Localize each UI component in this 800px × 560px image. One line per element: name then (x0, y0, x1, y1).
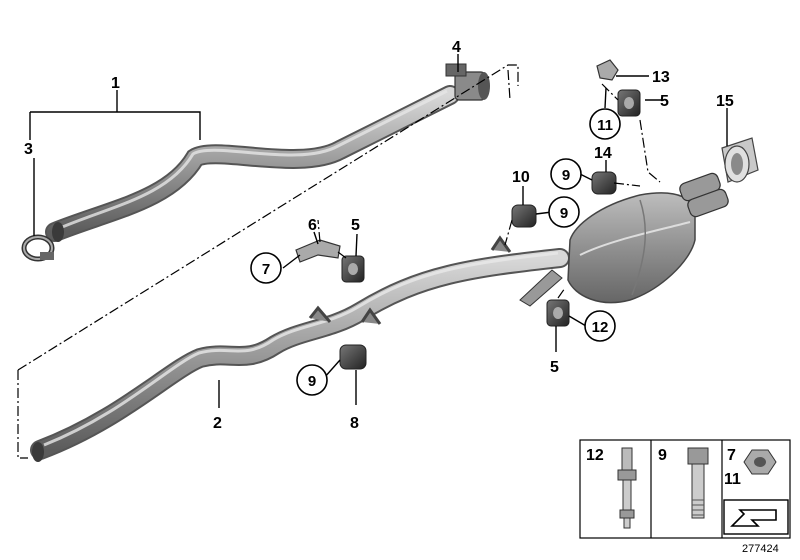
rubber-mount-5-center (341, 255, 365, 283)
rubber-mount-5-bottom (546, 299, 570, 327)
callout-4: 4 (452, 39, 461, 56)
svg-text:9: 9 (562, 167, 570, 184)
callout-7-circled: 7 (250, 252, 282, 284)
callout-13: 13 (652, 69, 670, 86)
hex-nut-icon (743, 449, 777, 475)
callout-11-circled: 11 (589, 108, 621, 140)
rubber-bushing-10 (511, 204, 537, 228)
svg-text:9: 9 (560, 205, 568, 222)
document-number: 277424 (742, 543, 779, 555)
leader-lines (29, 54, 728, 408)
tailpipe-tip-15 (721, 137, 759, 183)
callout-9-circled-middle: 9 (548, 196, 580, 228)
arrow-symbol-icon (723, 499, 789, 535)
legend-label-9: 9 (658, 447, 667, 464)
callout-14: 14 (594, 145, 612, 162)
connection-lines (17, 64, 661, 459)
legend-label-11: 11 (724, 471, 741, 488)
callout-12-circled: 12 (584, 310, 616, 342)
callout-5-center: 5 (351, 217, 360, 234)
callout-9-circled-upper: 9 (550, 158, 582, 190)
callout-5-bottom: 5 (550, 359, 559, 376)
callout-6: 6 (308, 217, 317, 234)
callout-3: 3 (24, 141, 33, 158)
front-pipe-lower (30, 235, 570, 462)
callout-8: 8 (350, 415, 359, 432)
fastener-legend: 12 9 7 11 (579, 439, 791, 539)
rear-muffler (519, 172, 729, 307)
callout-10: 10 (512, 169, 530, 186)
callout-5-top: 5 (660, 93, 669, 110)
legend-label-12: 12 (586, 447, 604, 464)
svg-text:7: 7 (262, 261, 270, 278)
bracket-13 (596, 59, 619, 81)
legend-label-7: 7 (727, 447, 736, 464)
rubber-mount-5-top (617, 89, 641, 117)
callout-1: 1 (111, 75, 120, 92)
front-pipe-upper (45, 85, 460, 242)
stud-bolt-12-icon (617, 447, 637, 529)
rubber-bushing-14 (591, 171, 617, 195)
svg-text:11: 11 (597, 117, 613, 134)
svg-text:12: 12 (592, 319, 609, 336)
hex-bolt-9-icon (687, 447, 709, 519)
svg-text:9: 9 (308, 373, 316, 390)
rubber-bushing-8 (339, 344, 367, 370)
pipe-clamp-3 (21, 234, 55, 262)
callout-2: 2 (213, 415, 222, 432)
callout-9-circled-lower: 9 (296, 364, 328, 396)
callout-15: 15 (716, 93, 734, 110)
